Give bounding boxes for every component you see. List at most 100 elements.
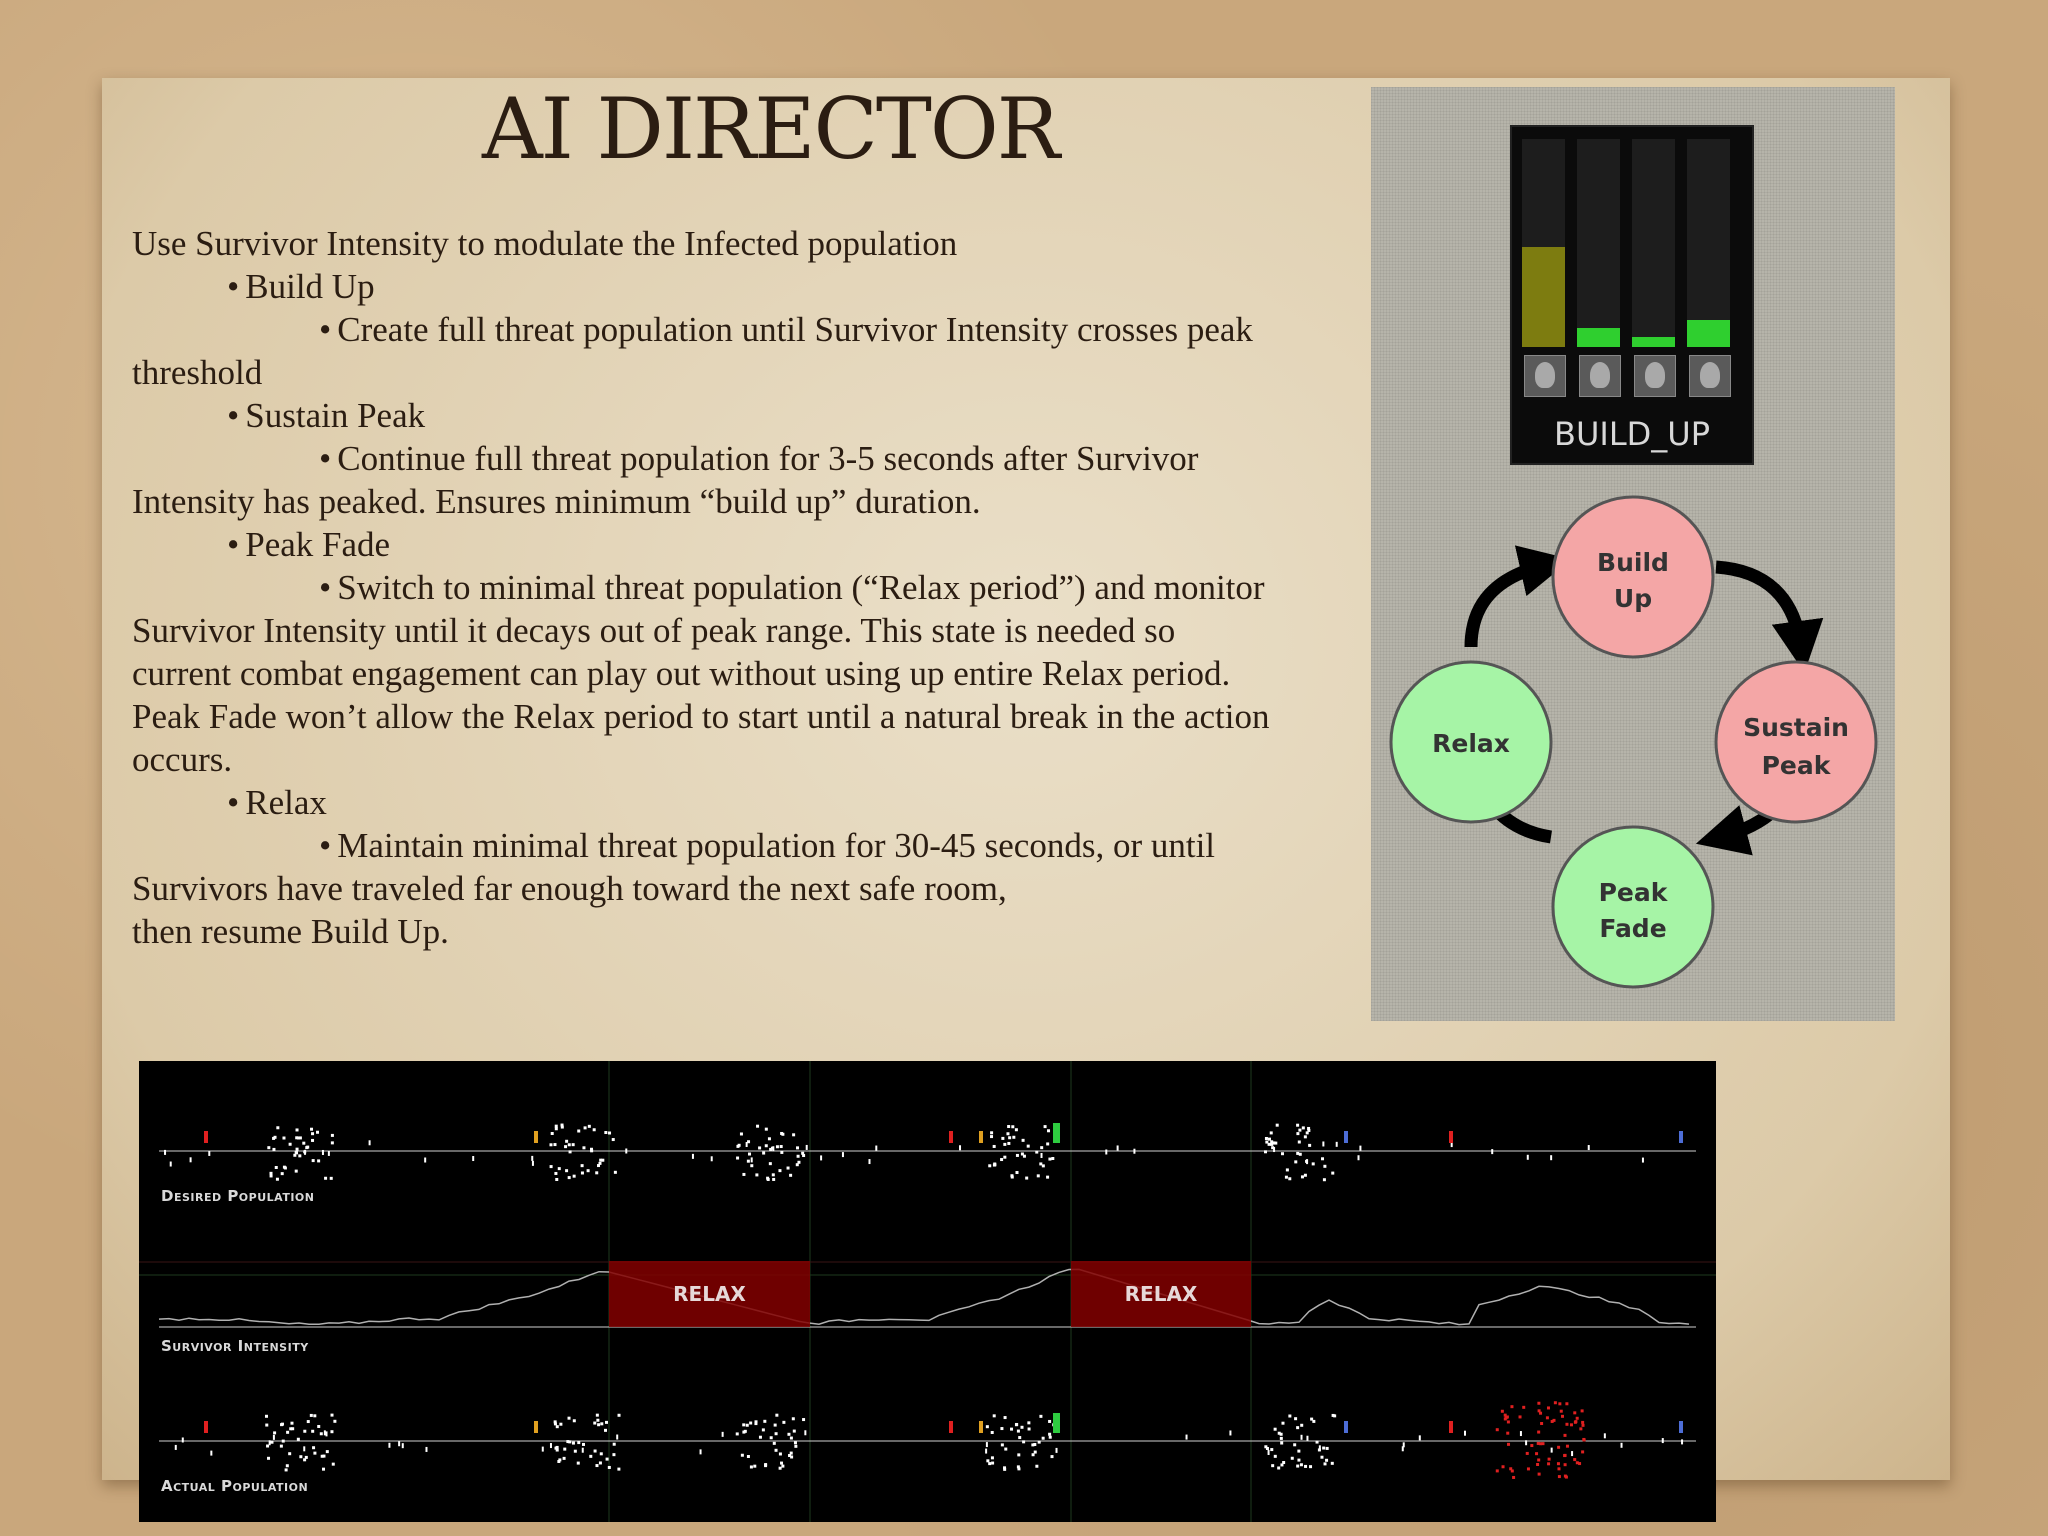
infected-dot [1505, 1415, 1509, 1419]
infected-dot [1271, 1146, 1275, 1150]
infected-dot [1541, 1442, 1545, 1446]
infected-dot [424, 1157, 427, 1163]
infected-dot [993, 1162, 997, 1166]
infected-dot [1325, 1446, 1329, 1450]
infected-dot [272, 1147, 276, 1151]
infected-dot [1039, 1162, 1043, 1166]
infected-dot [567, 1416, 571, 1420]
infected-dot [1294, 1160, 1298, 1164]
infected-dot [589, 1454, 593, 1458]
slide-paragraph: •Sustain Peak [132, 394, 1362, 437]
paragraph-text: Peak Fade won’t allow the Relax period t… [132, 697, 1270, 736]
infected-dot [607, 1465, 611, 1469]
infected-dot [1033, 1450, 1037, 1454]
infected-dot [572, 1419, 576, 1423]
infected-dot [604, 1420, 608, 1424]
infected-dot [325, 1431, 328, 1437]
infected-dot [1311, 1162, 1315, 1166]
infected-dot [282, 1136, 286, 1140]
infected-dot [750, 1164, 754, 1168]
infected-dot [1304, 1464, 1308, 1468]
infected-dot [1322, 1446, 1326, 1450]
infected-dot [321, 1149, 324, 1155]
infected-dot [753, 1464, 757, 1468]
infected-dot [1003, 1467, 1007, 1471]
infected-dot [581, 1447, 584, 1453]
infected-dot [290, 1421, 294, 1425]
infected-dot [617, 1467, 621, 1471]
infected-dot [560, 1125, 564, 1129]
infected-dot [269, 1174, 273, 1178]
infected-dot [1015, 1171, 1019, 1175]
infected-dot [771, 1173, 775, 1177]
infected-dot [787, 1432, 791, 1436]
infected-dot [789, 1436, 793, 1440]
intensity-bar-fill [1687, 319, 1730, 347]
infected-dot [1331, 1171, 1335, 1175]
special-infected-marker [534, 1421, 538, 1433]
infected-dot [774, 1432, 778, 1436]
infected-dot [1320, 1455, 1324, 1459]
slide-paragraph: threshold [132, 351, 1362, 394]
infected-dot [749, 1465, 753, 1469]
infected-dot [1545, 1416, 1549, 1420]
infected-dot [775, 1145, 779, 1149]
infected-dot [991, 1461, 995, 1465]
paragraph-text: Continue full threat population for 3-5 … [337, 439, 1199, 478]
infected-dot [592, 1128, 596, 1132]
slide-paragraph: •Continue full threat population for 3-5… [132, 437, 1362, 480]
infected-dot [576, 1461, 580, 1465]
infected-dot [699, 1449, 702, 1455]
infected-dot [1025, 1176, 1029, 1180]
infected-dot [1273, 1147, 1276, 1153]
infected-dot [572, 1174, 576, 1178]
infected-dot [1519, 1431, 1522, 1437]
paragraph-text: occurs. [132, 740, 233, 779]
paragraph-text: Survivor Intensity until it decays out o… [132, 611, 1176, 650]
infected-dot [288, 1452, 292, 1456]
infected-dot [1003, 1155, 1007, 1159]
infected-dot [330, 1430, 334, 1434]
infected-dot [1298, 1152, 1302, 1156]
infected-dot [267, 1146, 271, 1150]
infected-dot [599, 1452, 603, 1456]
infected-dot [772, 1146, 775, 1152]
infected-dot [820, 1155, 823, 1161]
infected-dot [1510, 1469, 1514, 1473]
infected-dot [1048, 1419, 1052, 1423]
infected-dot [1011, 1125, 1015, 1129]
infected-dot [1547, 1457, 1551, 1461]
infected-dot [1297, 1449, 1301, 1453]
infected-dot [590, 1147, 594, 1151]
infected-dot [298, 1136, 302, 1140]
infected-dot [549, 1143, 553, 1147]
infected-dot [1359, 1145, 1362, 1151]
infected-dot [988, 1164, 992, 1168]
infected-dot [313, 1414, 317, 1418]
population-graph: RELAX RELAX Desired Population Survivor … [139, 1061, 1716, 1522]
infected-dot [778, 1169, 782, 1173]
infected-dot [794, 1444, 798, 1448]
infected-dot [388, 1442, 391, 1448]
infected-dot [748, 1152, 752, 1156]
special-infected-marker [204, 1421, 208, 1433]
infected-dot [1559, 1409, 1563, 1413]
infected-dot [285, 1464, 289, 1468]
state-node-label: Peak [1599, 878, 1669, 907]
infected-dot [1027, 1427, 1031, 1431]
infected-dot [164, 1149, 167, 1155]
infected-dot [747, 1140, 751, 1144]
infected-dot [580, 1171, 584, 1175]
bullet-glyph: • [319, 439, 332, 478]
infected-dot [1296, 1123, 1300, 1127]
infected-dot [298, 1154, 302, 1158]
intensity-bar-fill [1632, 336, 1675, 347]
infected-dot [1043, 1125, 1047, 1129]
paragraph-text: Use Survivor Intensity to modulate the I… [132, 224, 958, 263]
infected-dot [742, 1172, 746, 1176]
infected-dot [780, 1150, 784, 1154]
infected-dot [1573, 1411, 1577, 1415]
infected-dot [304, 1149, 307, 1155]
infected-dot [583, 1126, 587, 1130]
infected-dot [324, 1176, 328, 1180]
